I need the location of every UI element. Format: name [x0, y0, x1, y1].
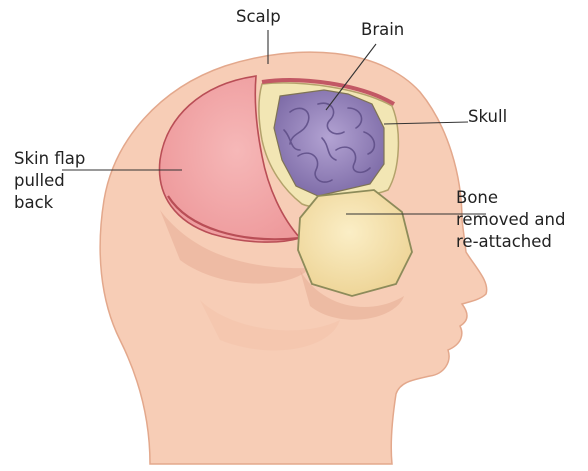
label-brain: Brain: [361, 19, 404, 41]
label-bone-line-2: removed and: [456, 209, 565, 231]
label-bone-line-1: Bone: [456, 187, 565, 209]
label-skin-flap-line-3: back: [14, 192, 85, 214]
label-skin-flap: Skin flap pulled back: [14, 148, 85, 214]
label-skull: Skull: [468, 106, 507, 128]
label-scalp: Scalp: [236, 6, 281, 28]
label-skin-flap-line-1: Skin flap: [14, 148, 85, 170]
label-skin-flap-line-2: pulled: [14, 170, 85, 192]
bone-piece: [298, 190, 412, 296]
label-bone-line-3: re-attached: [456, 231, 565, 253]
label-bone: Bone removed and re-attached: [456, 187, 565, 253]
